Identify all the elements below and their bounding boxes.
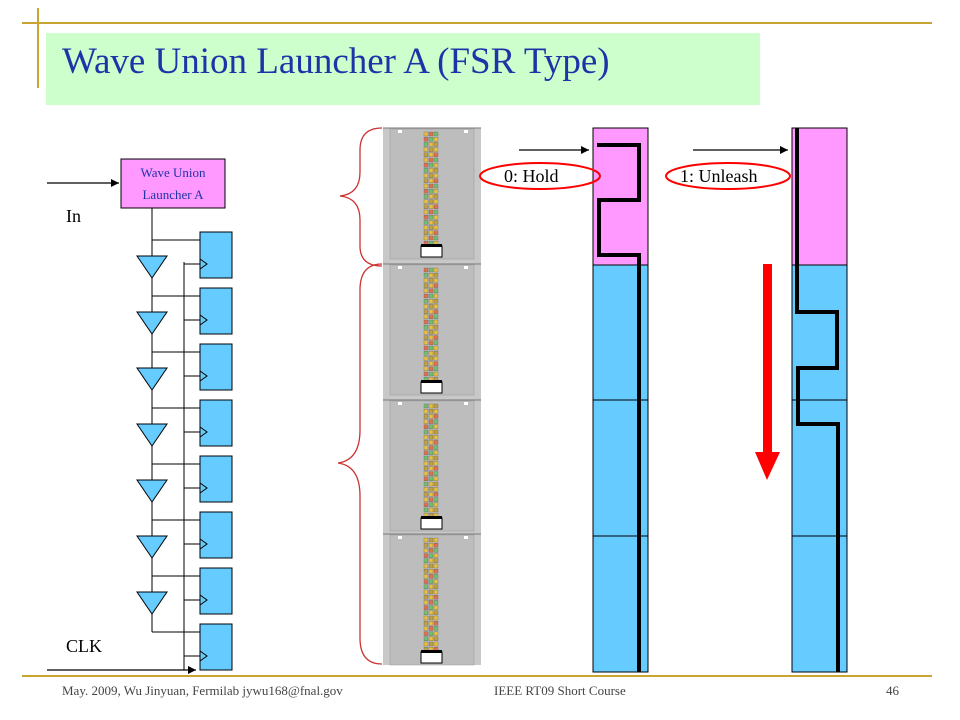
circuit: Wave Union Launcher A In CLK (47, 158, 233, 674)
title-background (46, 33, 760, 105)
hold-waveform (597, 143, 641, 672)
launcher-block (120, 158, 226, 209)
flip-flop (199, 231, 233, 279)
unleash-waveform (795, 128, 840, 672)
chip-floorplan (337, 127, 481, 666)
delay-buffer (136, 535, 168, 559)
delay-buffer (136, 423, 168, 447)
input-label: In (66, 206, 81, 226)
delay-buffer (136, 255, 168, 279)
unleash-label: 1: Unleash (680, 166, 757, 186)
latch-cell (420, 381, 443, 394)
launcher-label-line1: Wave Union (140, 165, 206, 180)
footer-author: May. 2009, Wu Jinyuan, Fermilab jywu168@… (62, 683, 343, 698)
delay-buffer (136, 479, 168, 503)
clock-label: CLK (66, 636, 102, 656)
flip-flop (199, 399, 233, 447)
hold-label-ring (479, 162, 601, 190)
latch-cell (420, 245, 443, 258)
latch-cell (420, 651, 443, 664)
flip-flop (199, 343, 233, 391)
hold-label: 0: Hold (504, 166, 559, 186)
flip-flop (199, 623, 233, 671)
footer-course: IEEE RT09 Short Course (494, 683, 626, 698)
brace-upper (339, 127, 383, 267)
buffer-chain (136, 208, 233, 671)
delay-buffer (136, 591, 168, 615)
delay-buffer (136, 311, 168, 335)
propagation-arrow (755, 264, 780, 480)
hold-column: 0: Hold (479, 127, 649, 673)
chip-cells (383, 127, 481, 666)
brace-lower (337, 263, 383, 665)
slide-title: Wave Union Launcher A (FSR Type) (62, 41, 610, 82)
delay-buffer (136, 367, 168, 391)
flip-flop (199, 511, 233, 559)
launcher-label-line2: Launcher A (142, 187, 204, 202)
page-number: 46 (886, 683, 899, 698)
flip-flop (199, 567, 233, 615)
unleash-column: 1: Unleash (665, 127, 848, 673)
flip-flop (199, 455, 233, 503)
flip-flop (199, 287, 233, 335)
unleash-label-ring (665, 162, 791, 190)
latch-cell (420, 517, 443, 530)
